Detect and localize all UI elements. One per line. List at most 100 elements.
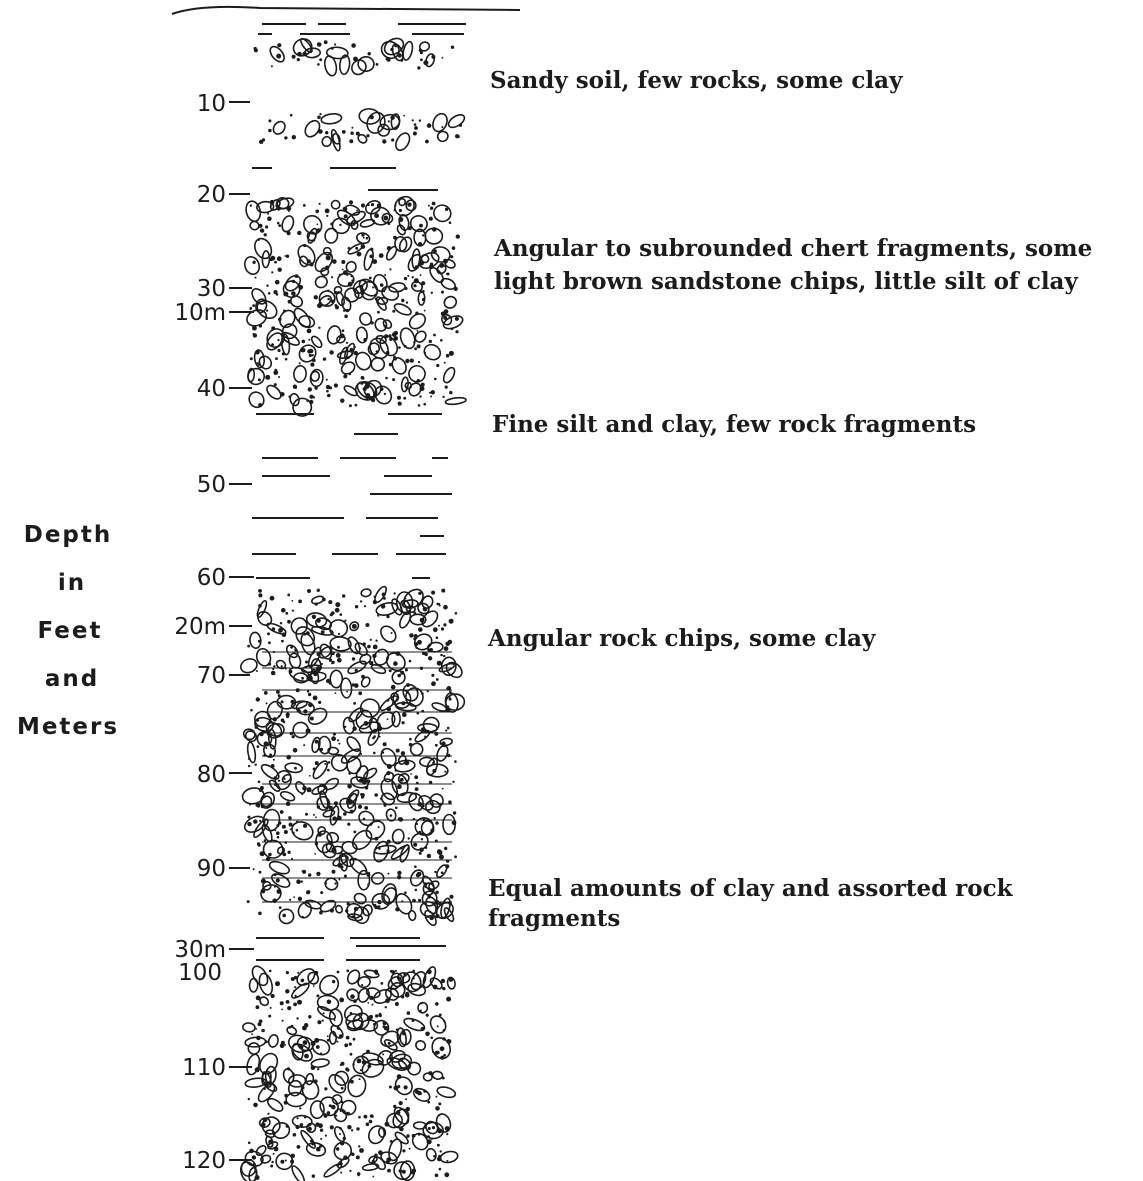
sand-grain — [440, 1055, 445, 1060]
sand-grain — [316, 994, 320, 998]
rock-fragment — [411, 1132, 429, 1151]
sand-grain — [369, 254, 374, 259]
sand-grain — [436, 849, 442, 855]
sand-grain — [286, 878, 289, 881]
sand-grain — [258, 593, 263, 598]
sand-grain — [386, 706, 392, 712]
sand-grain — [268, 128, 272, 133]
rock-fragment — [319, 1096, 339, 1117]
sand-grain — [304, 1053, 309, 1059]
rock-fragment — [409, 742, 424, 757]
sand-grain — [421, 727, 425, 731]
sand-grain — [312, 813, 315, 816]
sand-grain — [392, 378, 396, 382]
sand-grain — [373, 751, 376, 755]
sand-grain — [306, 328, 312, 334]
rock-fragment — [379, 695, 399, 712]
sand-grain — [380, 604, 386, 609]
sand-grain — [265, 702, 268, 705]
rock-fragment — [321, 135, 333, 148]
sand-grain — [375, 350, 379, 353]
sand-grain — [314, 386, 318, 390]
sand-grain — [325, 378, 328, 381]
sand-grain — [448, 618, 454, 624]
sand-grain — [455, 134, 460, 139]
sand-grain — [386, 57, 391, 62]
sand-grain — [358, 1078, 361, 1081]
sand-grain — [382, 1053, 384, 1056]
sand-grain — [440, 627, 445, 631]
rock-fragment — [299, 37, 313, 54]
sand-grain — [321, 597, 326, 602]
sand-grain — [418, 851, 422, 855]
sand-grain — [430, 291, 433, 294]
layer-description: Angular rock chips, some clay — [487, 625, 876, 652]
sand-grain — [284, 1044, 287, 1046]
sand-grain — [409, 633, 414, 638]
sand-grain — [414, 347, 417, 351]
rock-fragment — [316, 795, 331, 811]
sand-grain — [303, 823, 307, 828]
rock-fragment — [266, 384, 282, 400]
sand-grain — [372, 600, 377, 605]
sand-grain — [308, 353, 312, 358]
sand-grain — [435, 913, 440, 919]
sand-grain — [443, 1053, 446, 1057]
sand-grain — [269, 199, 275, 205]
sand-grain — [252, 260, 256, 264]
sand-grain — [303, 633, 307, 636]
sand-grain — [389, 969, 393, 973]
sand-grain — [366, 779, 371, 784]
sand-grain — [348, 1042, 352, 1046]
sand-grain — [328, 1104, 332, 1108]
sand-grain — [296, 1117, 299, 1120]
sand-grain — [345, 341, 349, 344]
rock-fragment — [417, 602, 430, 615]
sand-grain — [423, 402, 427, 406]
rock-fragment — [344, 287, 360, 303]
sand-grain — [408, 742, 413, 747]
sand-grain — [333, 801, 339, 806]
sand-grain — [443, 1020, 446, 1023]
sand-grain — [378, 1013, 383, 1018]
sand-grain — [258, 911, 262, 916]
rock-fragment — [447, 113, 466, 129]
sand-grain — [393, 661, 398, 666]
sand-grain — [265, 374, 271, 380]
sand-grain — [389, 268, 392, 271]
rock-fragment — [266, 328, 286, 348]
sand-grain — [400, 995, 405, 999]
sand-grain — [375, 639, 378, 642]
sand-grain — [351, 915, 355, 919]
sand-grain — [309, 716, 314, 721]
sand-grain — [357, 804, 363, 809]
sand-grain — [427, 648, 431, 652]
sand-grain — [247, 1097, 250, 1101]
sand-grain — [281, 632, 287, 637]
sand-grain — [454, 612, 458, 615]
sand-grain — [442, 395, 445, 399]
sand-grain — [306, 259, 311, 264]
sand-grain — [397, 401, 402, 406]
sand-grain — [307, 1126, 312, 1131]
sand-grain — [331, 1104, 336, 1110]
sand-grain — [314, 602, 318, 606]
sand-grain — [291, 600, 294, 602]
sand-grain — [367, 203, 370, 207]
rock-fragment — [421, 610, 439, 628]
sand-grain — [348, 200, 354, 205]
rock-chips-bedding — [262, 651, 452, 903]
sand-grain — [409, 358, 414, 363]
sand-grain — [279, 1043, 285, 1049]
sand-grain — [369, 661, 374, 665]
basal-gravel-layer — [239, 965, 459, 1181]
sand-grain — [300, 880, 303, 883]
sand-grain — [443, 361, 446, 364]
sand-grain — [252, 868, 255, 871]
sand-grain — [381, 1035, 384, 1038]
sand-grain — [336, 1163, 339, 1167]
sand-grain — [448, 697, 452, 701]
rock-fragment — [311, 736, 321, 754]
sand-grain — [359, 1069, 362, 1072]
sand-grain — [415, 646, 418, 649]
